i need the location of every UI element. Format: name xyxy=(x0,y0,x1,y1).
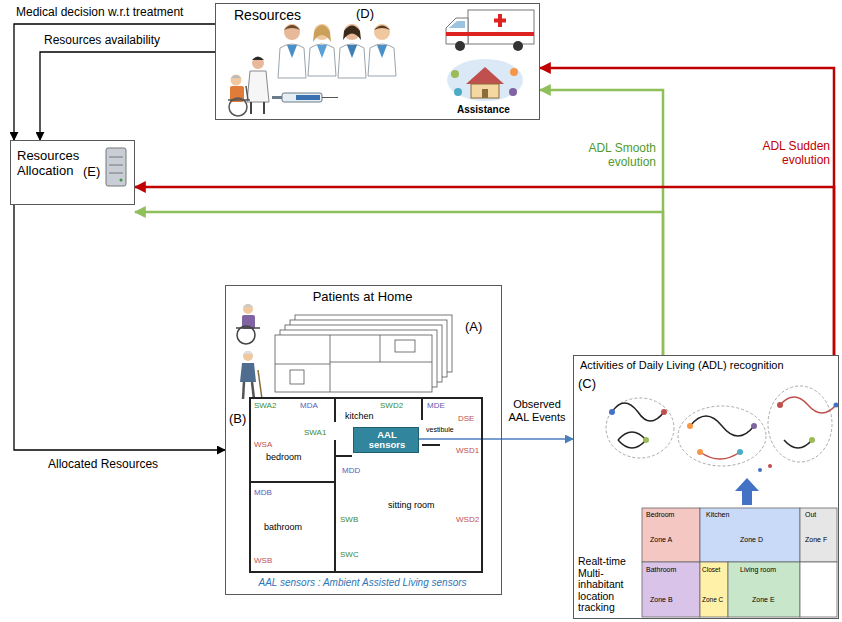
sensor-label: SWA2 xyxy=(254,401,276,410)
home-floor-plan xyxy=(250,398,482,572)
arrow-label: ADL Sudden evolution xyxy=(748,140,830,168)
floor-plan-stack xyxy=(275,315,452,392)
patient-figures xyxy=(236,304,262,399)
arrow-label: Resources availability xyxy=(44,34,160,48)
room-label: kitchen xyxy=(345,411,374,421)
panel-note: Realt-time Multi-inhabitant location tra… xyxy=(578,556,640,614)
flow-arrow xyxy=(419,438,573,440)
room-label: vestibule xyxy=(426,426,454,434)
ambulance-illustration xyxy=(446,10,534,51)
sensor-label: SWD2 xyxy=(380,401,403,410)
zone-label: Zone F xyxy=(805,536,827,544)
adl-panel: Activities of Daily Living (ADL) recogni… xyxy=(573,355,839,619)
box-label: AAL sensors xyxy=(366,430,408,451)
room-label: bedroom xyxy=(266,452,302,462)
arrow-label: Allocated Resources xyxy=(48,458,158,472)
sensor-label: DSE xyxy=(458,414,474,423)
zone-label: Closet xyxy=(702,566,720,573)
location-zone-map xyxy=(642,508,837,617)
zone-label: Zone A xyxy=(650,536,672,544)
flow-arrow xyxy=(14,205,225,450)
callout-letter: (E) xyxy=(83,165,100,180)
callout-letter: (B) xyxy=(229,412,246,427)
legend-note: AAL sensors : Ambient Assisted Living se… xyxy=(226,577,499,589)
sensor-label: MDD xyxy=(342,466,360,475)
sensor-label: WSB xyxy=(254,556,272,565)
image-caption: Assistance xyxy=(457,104,510,116)
zone-label: Zone B xyxy=(650,596,673,604)
arrow-label: ADL Smooth evolution xyxy=(574,142,656,170)
flow-arrow xyxy=(135,187,834,355)
sensor-label: SWB xyxy=(340,515,358,524)
zone-label: Living room xyxy=(740,566,776,574)
sensor-label: WSA xyxy=(254,440,272,449)
zone-label: Zone D xyxy=(740,536,763,544)
doctors-illustration xyxy=(278,24,396,78)
sensor-label: MDA xyxy=(300,401,318,410)
syringe-illustration xyxy=(272,93,338,102)
sensor-label: WSD1 xyxy=(456,446,479,455)
panel-title: Resources xyxy=(234,7,301,23)
sensor-label: MDB xyxy=(254,488,272,497)
arrow-label: Observed AAL Events xyxy=(506,398,568,423)
up-arrow xyxy=(735,478,759,505)
zone-label: Bedroom xyxy=(646,511,674,519)
flow-arrow xyxy=(540,90,663,355)
flow-arrow xyxy=(540,68,834,355)
resources-panel: Resources (D) xyxy=(215,3,540,120)
zone-label: Kitchen xyxy=(706,511,729,519)
panel-title: Activities of Daily Living (ADL) recogni… xyxy=(580,359,836,372)
sensor-label: SWC xyxy=(340,550,359,559)
room-label: bathroom xyxy=(264,522,302,532)
house-assistance-illustration xyxy=(447,59,523,101)
room-label: sitting room xyxy=(388,500,435,510)
zone-label: Zone E xyxy=(752,596,775,604)
flow-arrow xyxy=(14,24,215,140)
zone-label: Out xyxy=(805,511,816,519)
zone-label: Bathroom xyxy=(646,566,676,574)
arrow-label: Medical decision w.r.t treatment xyxy=(16,6,183,20)
panel-title: Patients at Home xyxy=(226,290,499,305)
sensor-label: SWA1 xyxy=(304,428,326,437)
allocation-box: Resources Allocation(E) xyxy=(10,140,135,205)
zone-label: Zone C xyxy=(702,596,723,603)
callout-letter: (D) xyxy=(356,7,374,22)
flow-arrow xyxy=(40,52,215,140)
callout-letter: (A) xyxy=(465,320,482,335)
callout-letter: (C) xyxy=(578,377,596,392)
sensor-label: WSD2 xyxy=(456,515,479,524)
adl-state-graph xyxy=(606,386,839,472)
server-icon xyxy=(106,148,126,186)
sensor-hub-box: AAL sensors xyxy=(353,427,419,453)
sensor-label: MDE xyxy=(427,401,445,410)
nurse-wheelchair-illustration xyxy=(228,57,269,117)
